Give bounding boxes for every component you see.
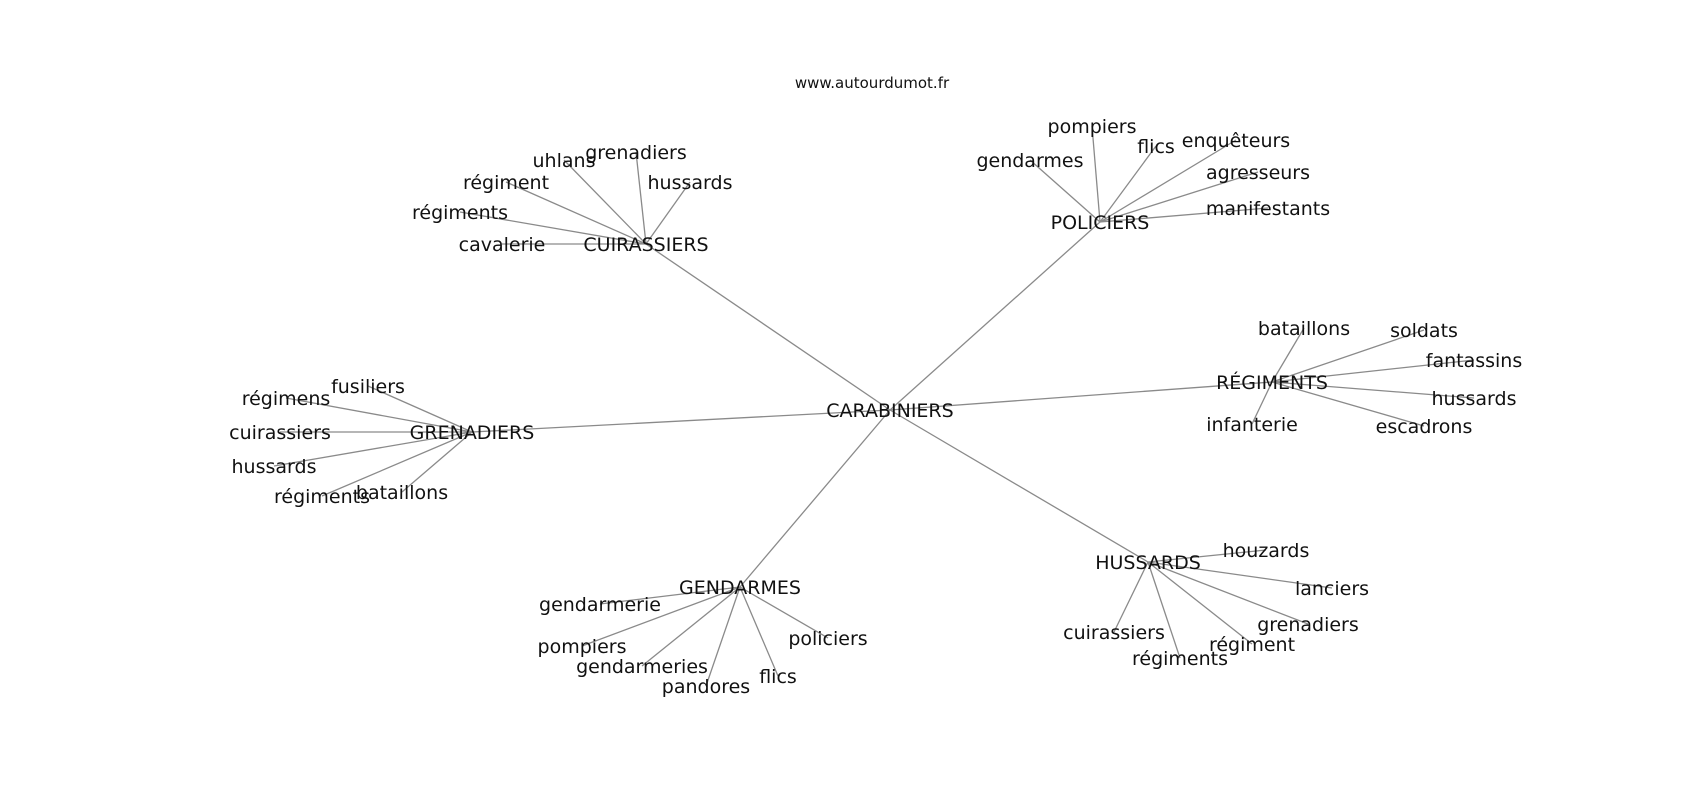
leaf-node[interactable]: hussards <box>1432 388 1517 410</box>
edge-hub-to-leaf <box>1113 561 1149 633</box>
leaf-node[interactable]: hussards <box>648 172 733 194</box>
source-label: www.autourdumot.fr <box>795 74 950 92</box>
leaf-node[interactable]: régiment <box>1209 634 1295 656</box>
leaf-node[interactable]: bataillons <box>1258 318 1350 340</box>
edge-hub-to-leaf <box>1271 329 1425 383</box>
edge-hub-to-leaf <box>1099 145 1157 223</box>
edge-hub-to-leaf <box>645 181 691 245</box>
edge-center-to-hub <box>739 409 891 588</box>
leaf-node[interactable]: gendarmerie <box>539 594 661 616</box>
leaf-node[interactable]: régiment <box>463 172 549 194</box>
leaf-node[interactable]: manifestants <box>1206 198 1330 220</box>
edge-hub-to-leaf <box>1271 327 1305 383</box>
edge-hub-to-leaf <box>1099 207 1269 223</box>
leaf-node[interactable]: fantassins <box>1426 350 1522 372</box>
edge-hub-to-leaf <box>401 431 473 493</box>
leaf-node[interactable]: lanciers <box>1295 578 1369 600</box>
edge-center-to-hub <box>471 409 891 433</box>
edge-hub-to-leaf <box>321 431 473 497</box>
leaf-node[interactable]: cuirassiers <box>229 422 331 444</box>
leaf-node[interactable]: cuirassiers <box>1063 622 1165 644</box>
leaf-node[interactable]: pompiers <box>538 636 627 658</box>
leaf-node[interactable]: grenadiers <box>585 142 687 164</box>
leaf-node[interactable]: bataillons <box>356 482 448 504</box>
edge-hub-to-leaf <box>1251 381 1273 425</box>
leaf-node[interactable]: gendarmes <box>976 150 1083 172</box>
leaf-node[interactable]: uhlans <box>533 150 596 172</box>
edge-hub-to-leaf <box>705 586 741 687</box>
hub-node[interactable]: CUIRASSIERS <box>583 234 708 256</box>
edge-hub-to-leaf <box>273 431 473 467</box>
leaf-node[interactable]: flics <box>759 666 797 688</box>
edge-hub-to-leaf <box>1147 561 1253 645</box>
edge-hub-to-leaf <box>459 211 647 245</box>
edge-center-to-hub <box>889 409 1149 563</box>
hub-node[interactable]: GRENADIERS <box>410 422 535 444</box>
hub-node[interactable]: HUSSARDS <box>1095 552 1201 574</box>
edge-hub-to-leaf <box>1271 359 1475 383</box>
leaf-node[interactable]: pandores <box>662 676 750 698</box>
edge-hub-to-leaf <box>599 586 741 605</box>
leaf-node[interactable]: gendarmeries <box>576 656 708 678</box>
hub-node[interactable]: RÉGIMENTS <box>1216 371 1328 394</box>
leaf-node[interactable]: infanterie <box>1206 414 1298 436</box>
leaf-node[interactable]: policiers <box>788 628 867 650</box>
edge-center-to-hub <box>889 381 1273 411</box>
edge-hub-to-leaf <box>1099 171 1259 223</box>
edge-hub-to-leaf <box>1029 159 1101 223</box>
edge-hub-to-leaf <box>1147 561 1181 659</box>
edge-hub-to-leaf <box>1147 561 1309 625</box>
leaf-node[interactable]: pompiers <box>1048 116 1137 138</box>
leaf-node[interactable]: agresseurs <box>1206 162 1310 184</box>
edge-hub-to-leaf <box>739 586 779 677</box>
hub-node[interactable]: POLICIERS <box>1051 212 1150 234</box>
graph-labels: www.autourdumot.fr CARABINIERS CUIRASSIER… <box>229 74 1522 698</box>
edge-hub-to-leaf <box>1271 381 1425 427</box>
leaf-node[interactable]: hussards <box>232 456 317 478</box>
edge-hub-to-leaf <box>581 586 741 647</box>
leaf-node[interactable]: flics <box>1137 136 1175 158</box>
edge-hub-to-leaf <box>505 181 647 245</box>
leaf-node[interactable]: enquêteurs <box>1182 130 1290 152</box>
edge-hub-to-leaf <box>641 586 741 667</box>
leaf-node[interactable]: régiments <box>1132 648 1228 670</box>
edge-hub-to-leaf <box>563 159 647 245</box>
leaf-node[interactable]: régiments <box>412 202 508 224</box>
graph-edges <box>273 125 1475 687</box>
edge-hub-to-leaf <box>1099 139 1237 223</box>
edge-hub-to-leaf <box>1091 125 1101 223</box>
leaf-node[interactable]: régiments <box>274 486 370 508</box>
edge-center-to-hub <box>889 221 1101 411</box>
edge-hub-to-leaf <box>635 151 647 245</box>
edge-hub-to-leaf <box>1147 549 1267 563</box>
edge-hub-to-leaf <box>1271 381 1475 399</box>
hub-node[interactable]: GENDARMES <box>679 577 801 599</box>
edge-hub-to-leaf <box>1147 561 1333 589</box>
edge-hub-to-leaf <box>367 385 473 433</box>
edge-center-to-hub <box>645 243 891 411</box>
leaf-node[interactable]: cavalerie <box>459 234 546 256</box>
leaf-node[interactable]: fusiliers <box>331 376 405 398</box>
leaf-node[interactable]: escadrons <box>1376 416 1473 438</box>
leaf-node[interactable]: régimens <box>242 388 331 410</box>
leaf-node[interactable]: houzards <box>1223 540 1310 562</box>
leaf-node[interactable]: grenadiers <box>1257 614 1359 636</box>
edge-hub-to-leaf <box>739 586 829 639</box>
center-node[interactable]: CARABINIERS <box>826 400 953 422</box>
edge-hub-to-leaf <box>285 397 473 433</box>
leaf-node[interactable]: soldats <box>1390 320 1458 342</box>
